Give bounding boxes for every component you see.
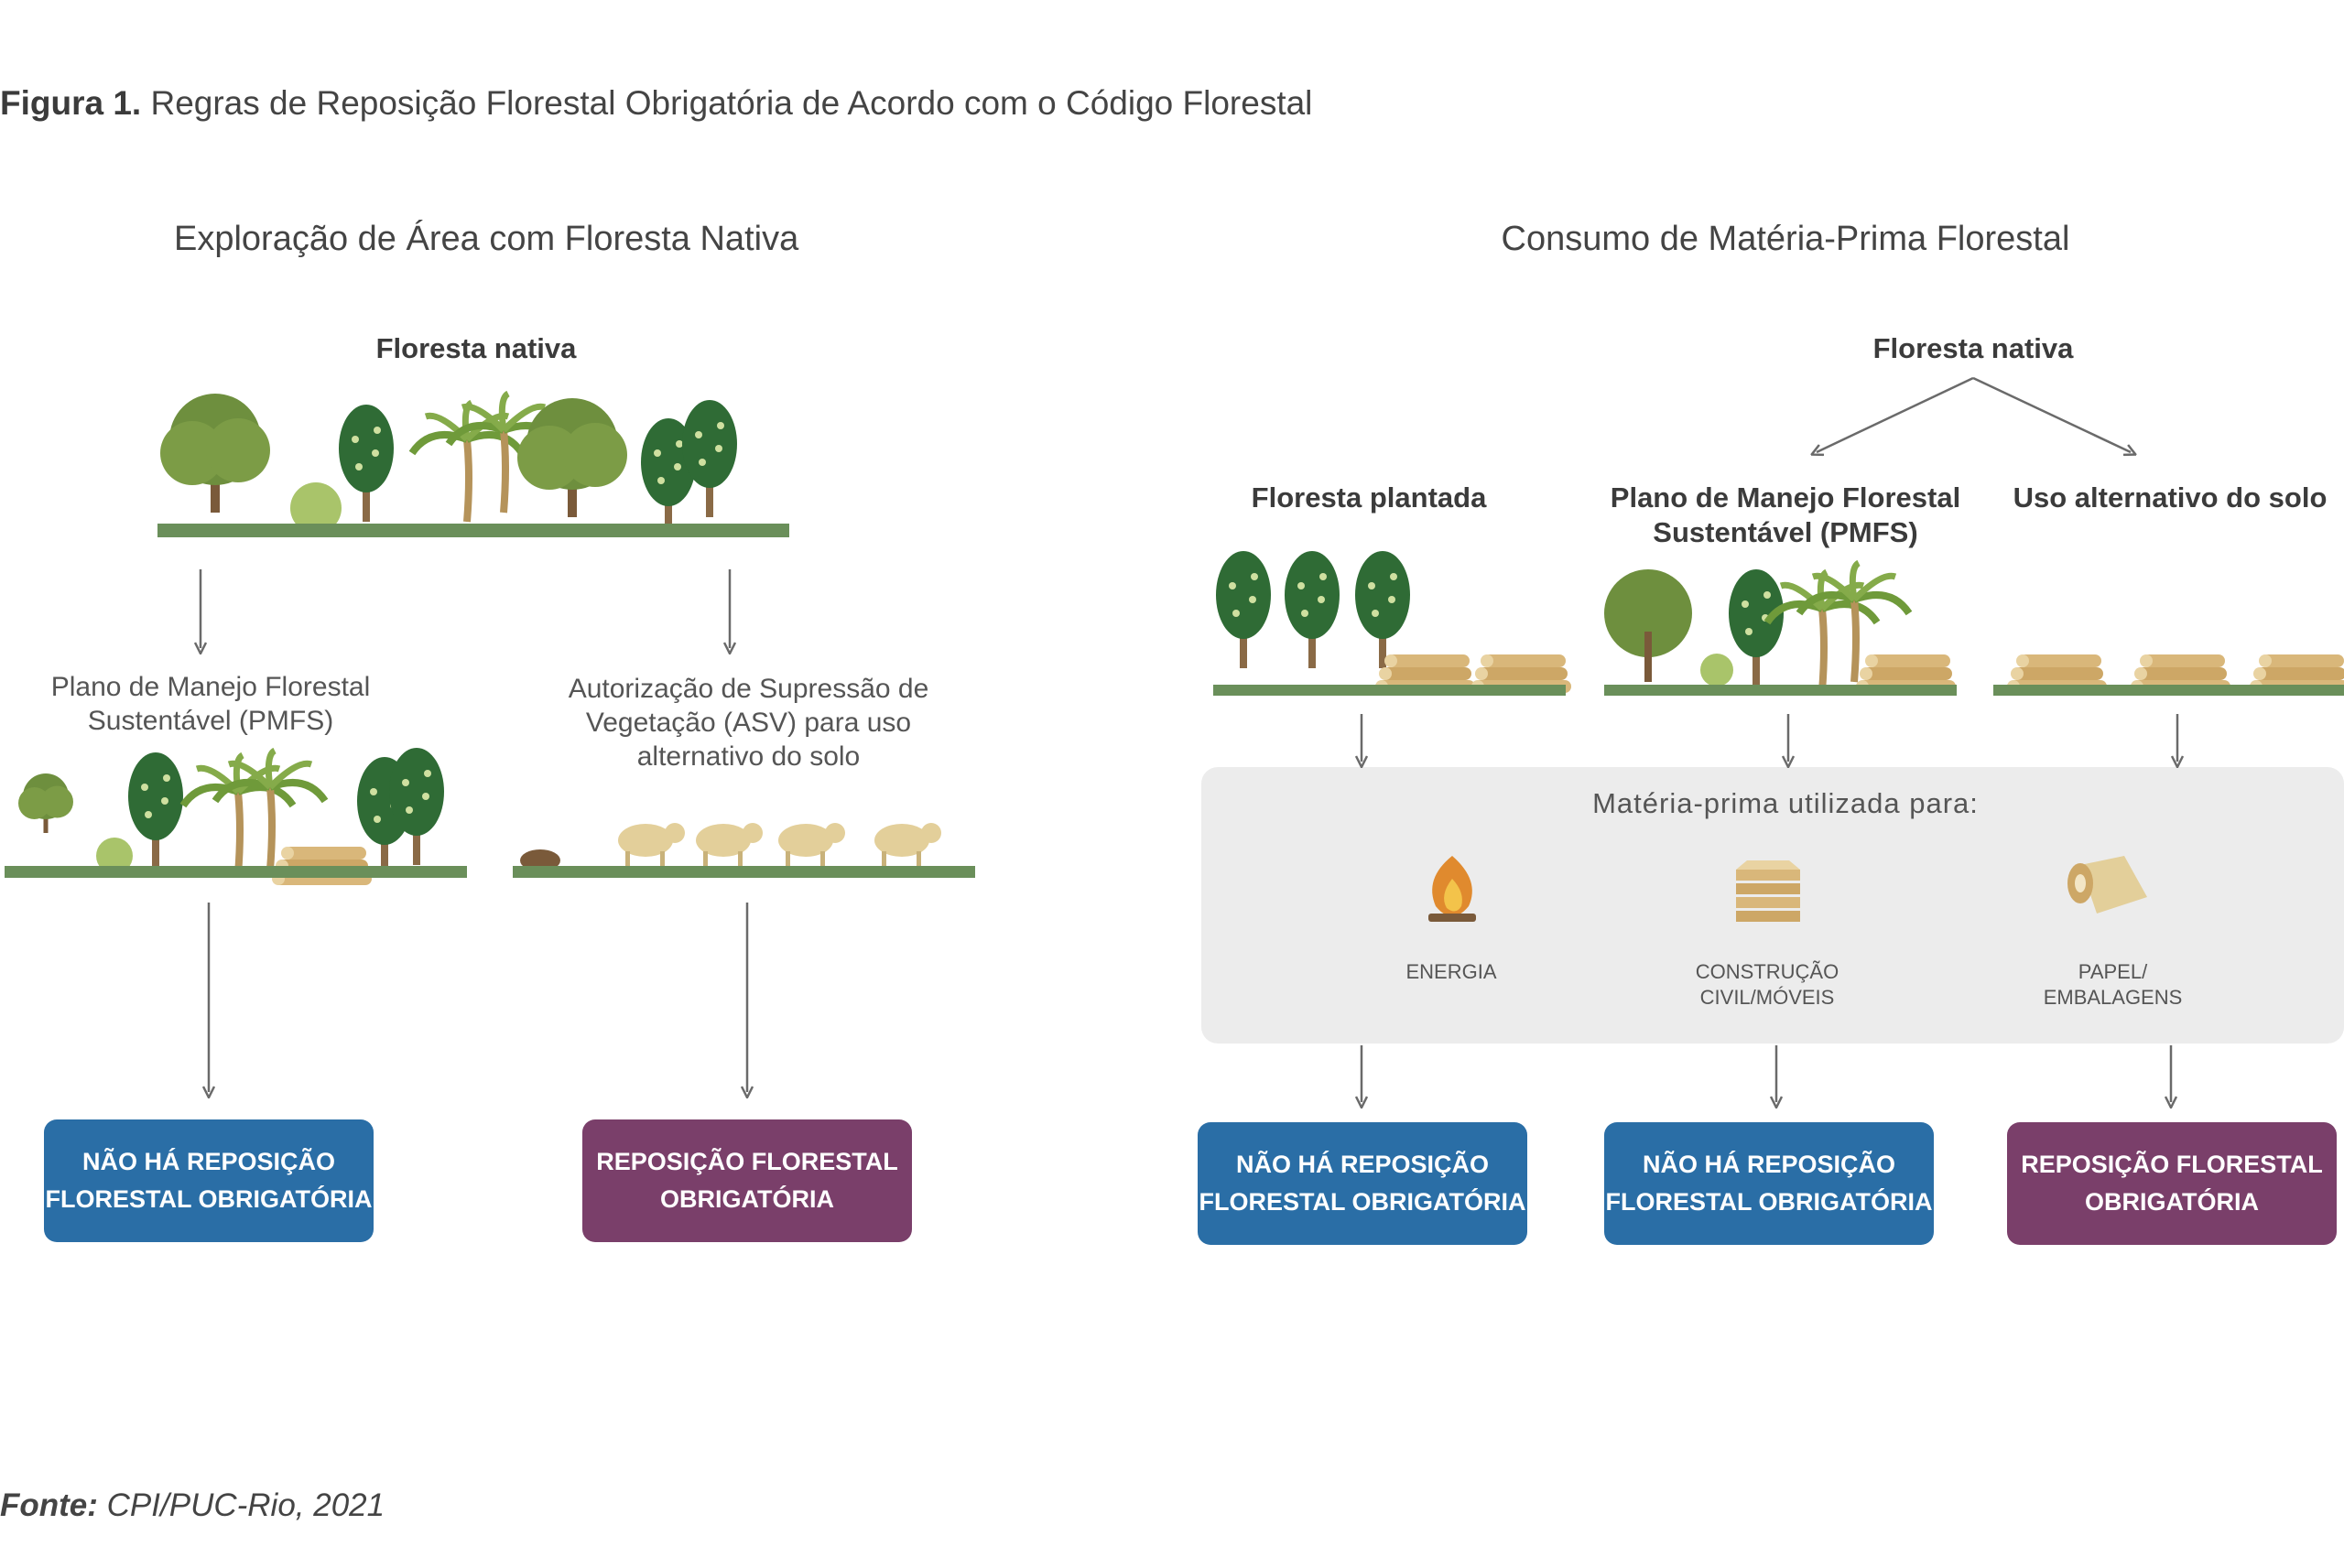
use-paper-line1: PAPEL/ [2078,960,2148,983]
logs-illustration [1993,654,2344,696]
branch-asv-line1: Autorização de Supressão de [568,674,929,704]
result-box-pmfs-line2: FLORESTAL OBRIGATÓRIA [45,1185,373,1213]
col-pmfs-line1: Plano de Manejo Florestal [1610,481,1961,514]
pmfs-forest-illustration-right [1604,563,1957,696]
branch-asv-line3: alternativo do solo [636,741,861,772]
use-paper-line2: EMBALAGENS [2043,986,2183,1009]
fire-icon [1428,856,1476,922]
native-forest-illustration-left [157,394,789,537]
branch-pmfs-label: Plano de Manejo Florestal Sustentável (P… [18,670,403,738]
result-box-pmfs: NÃO HÁ REPOSIÇÃO FLORESTAL OBRIGATÓRIA [44,1119,374,1242]
caption-text: Regras de Reposição Florestal Obrigatóri… [150,84,1313,122]
result-box-planted-line1: NÃO HÁ REPOSIÇÃO [1235,1151,1490,1178]
result-box-planted: NÃO HÁ REPOSIÇÃO FLORESTAL OBRIGATÓRIA [1198,1122,1527,1245]
arrow-native-to-pmfs [1817,376,1974,452]
figure-caption: Figura 1. Regras de Reposição Florestal … [0,84,1312,123]
arrow-native-to-alt-use [1972,376,2131,452]
branch-asv-label: Autorização de Supressão de Vegetação (A… [540,672,957,773]
use-construction-label: CONSTRUÇÃO CIVIL/MÓVEIS [1666,959,1868,1011]
col-alt-use-label: Uso alternativo do solo [2013,481,2328,514]
pasture-illustration [513,823,975,878]
result-box-asv: REPOSIÇÃO FLORESTAL OBRIGATÓRIA [582,1119,912,1242]
result-box-alt-use-line2: OBRIGATÓRIA [2084,1188,2259,1216]
result-box-planted-line2: FLORESTAL OBRIGATÓRIA [1199,1188,1526,1216]
lumber-icon [1736,860,1800,922]
result-box-col-pmfs-line1: NÃO HÁ REPOSIÇÃO [1642,1151,1896,1178]
result-box-pmfs-line1: NÃO HÁ REPOSIÇÃO [81,1148,336,1175]
result-box-col-pmfs-line2: FLORESTAL OBRIGATÓRIA [1605,1188,1933,1216]
use-construction-line1: CONSTRUÇÃO [1695,960,1839,983]
footer-text: CPI/PUC-Rio, 2021 [106,1487,385,1523]
col-pmfs-line2: Sustentável (PMFS) [1653,516,1918,548]
right-source-label: Floresta nativa [1872,332,2074,364]
use-construction-line2: CIVIL/MÓVEIS [1699,986,1835,1009]
result-box-alt-use: REPOSIÇÃO FLORESTAL OBRIGATÓRIA [2007,1122,2337,1245]
left-panel-title: Exploração de Área com Floresta Nativa [174,220,799,258]
raw-material-panel-title: Matéria-prima utilizada para: [1592,787,1979,819]
branch-pmfs-line1: Plano de Manejo Florestal [50,672,371,702]
branch-pmfs-line2: Sustentável (PMFS) [87,706,334,736]
right-panel-title: Consumo de Matéria-Prima Florestal [1501,220,2070,258]
footer-label: Fonte: [0,1487,98,1523]
use-energy-label: ENERGIA [1360,959,1543,985]
col-pmfs-label: Plano de Manejo Florestal Sustentável (P… [1593,481,1978,550]
result-box-alt-use-line1: REPOSIÇÃO FLORESTAL [2021,1151,2323,1178]
col-planted-label: Floresta plantada [1251,481,1487,514]
paper-roll-icon [2067,856,2147,914]
source-footer: Fonte: CPI/PUC-Rio, 2021 [0,1487,385,1524]
result-box-col-pmfs: NÃO HÁ REPOSIÇÃO FLORESTAL OBRIGATÓRIA [1604,1122,1934,1245]
caption-label: Figura 1. [0,84,142,122]
use-energy-line1: ENERGIA [1405,960,1497,983]
result-box-asv-line1: REPOSIÇÃO FLORESTAL [596,1148,898,1175]
use-paper-label: PAPEL/ EMBALAGENS [2014,959,2211,1011]
result-box-asv-line2: OBRIGATÓRIA [659,1185,834,1213]
left-source-label: Floresta nativa [375,332,577,364]
pmfs-forest-illustration [5,748,467,885]
planted-forest-illustration [1213,551,1571,696]
branch-asv-line2: Vegetação (ASV) para uso [585,708,912,738]
